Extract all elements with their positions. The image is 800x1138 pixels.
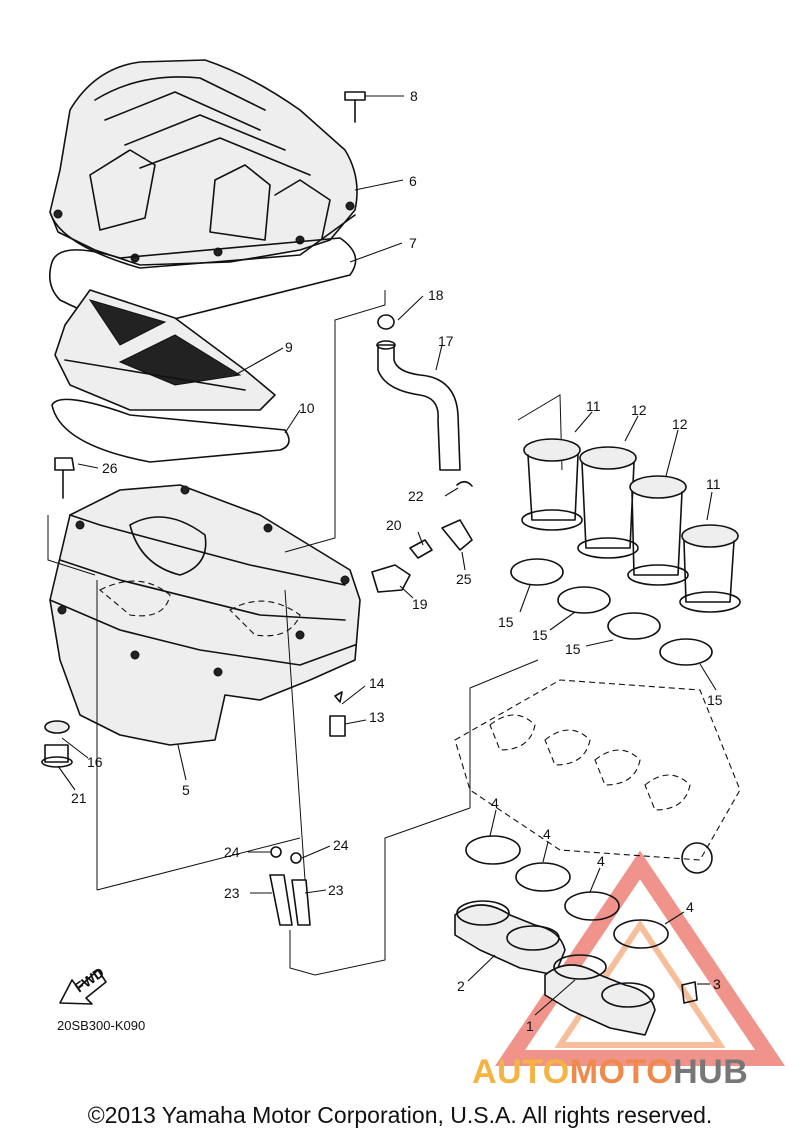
plug-and-clip: [329, 691, 346, 737]
callout-22: 22: [408, 488, 424, 504]
watermark-part-hub: HUB: [673, 1053, 749, 1091]
bolt-8: [344, 91, 366, 123]
assembly-lines: [47, 290, 563, 976]
intake-joints: [454, 900, 698, 1036]
callout-24-right: 24: [333, 837, 349, 853]
air-filter-element: [54, 289, 276, 411]
callout-21: 21: [71, 790, 87, 806]
callout-26: 26: [102, 460, 118, 476]
callout-labels: 8 6 7 18 9 17 10 26 22 20 25 19 11 12 12…: [71, 88, 723, 1034]
joint-clamps: [465, 835, 669, 949]
callout-24-left: 24: [224, 844, 240, 860]
cover-gasket: [49, 237, 357, 327]
watermark-part-auto: AUTO: [472, 1053, 570, 1091]
copyright-notice: ©2013 Yamaha Motor Corporation, U.S.A. A…: [87, 1102, 713, 1128]
bolt-26: [54, 457, 75, 499]
funnel-clamps: [510, 558, 713, 666]
fwd-arrow-icon: FWD: [59, 964, 107, 1005]
callout-3: 3: [713, 976, 721, 992]
callout-25: 25: [456, 571, 472, 587]
callout-11-right: 11: [706, 476, 721, 492]
callout-12-right: 12: [672, 416, 688, 432]
callout-13: 13: [369, 709, 385, 725]
callout-4-a: 4: [491, 795, 499, 811]
callout-15-c: 15: [565, 641, 581, 657]
throttle-body-outline: [454, 679, 741, 874]
callout-15-a: 15: [498, 614, 514, 630]
callout-11-left: 11: [586, 398, 601, 414]
breather-hose: [376, 314, 473, 487]
element-seal: [51, 398, 290, 463]
callout-4-b: 4: [543, 826, 551, 842]
callout-20: 20: [386, 517, 402, 533]
callout-16: 16: [87, 754, 103, 770]
callout-5: 5: [182, 782, 190, 798]
callout-6: 6: [409, 173, 417, 189]
callout-4-d: 4: [686, 899, 694, 915]
callout-8: 8: [410, 88, 418, 104]
grommet-and-collar: [41, 720, 73, 768]
callout-14: 14: [369, 675, 385, 691]
callout-4-c: 4: [597, 853, 605, 869]
drain-hoses: [269, 846, 311, 926]
callout-18: 18: [428, 287, 444, 303]
callout-1: 1: [526, 1018, 534, 1034]
callout-9: 9: [285, 339, 293, 355]
callout-15-b: 15: [532, 627, 548, 643]
air-funnels: [521, 438, 741, 613]
diagram-code: 20SB300-K090: [57, 1018, 146, 1033]
callout-7: 7: [409, 235, 417, 251]
callout-2: 2: [457, 978, 465, 994]
callout-leaders: [57, 95, 717, 1016]
air-filter-case: [49, 484, 361, 746]
fwd-label: FWD: [72, 964, 107, 995]
callout-19: 19: [412, 596, 428, 612]
watermark-part-moto: MOTO: [569, 1053, 674, 1091]
small-parts-19-20-25: [371, 519, 473, 593]
callout-23-left: 23: [224, 885, 240, 901]
air-filter-case-cover: [49, 59, 358, 269]
callout-23-right: 23: [328, 882, 344, 898]
callout-12-left: 12: [631, 402, 647, 418]
callout-15-d: 15: [707, 692, 723, 708]
callout-10: 10: [299, 400, 315, 416]
callout-17: 17: [438, 333, 454, 349]
watermark-text: AUTOMOTOHUB: [472, 1053, 748, 1092]
